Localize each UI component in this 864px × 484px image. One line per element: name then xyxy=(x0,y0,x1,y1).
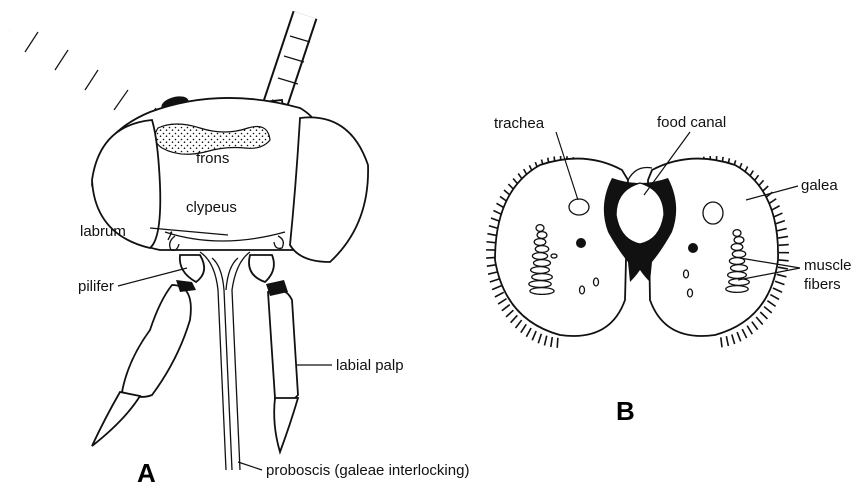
bristle xyxy=(557,338,558,348)
bristle xyxy=(732,334,735,344)
bristle xyxy=(756,317,763,325)
panel-letter-a: A xyxy=(137,458,156,484)
figure-b-drawing xyxy=(486,132,800,348)
label-labrum: labrum xyxy=(80,223,126,240)
pilifer-right xyxy=(249,255,274,282)
right-labial-palp xyxy=(266,280,298,452)
bristle xyxy=(775,221,784,224)
bristle xyxy=(775,281,784,284)
bristle xyxy=(488,272,498,274)
bristle xyxy=(526,328,531,337)
bristle xyxy=(551,337,552,347)
pilifer-leader xyxy=(118,268,187,286)
right-eye xyxy=(290,117,368,262)
bristle xyxy=(779,245,789,246)
left-labial-palp xyxy=(92,280,196,446)
bristle xyxy=(752,322,758,330)
bristle xyxy=(492,286,501,290)
bristle xyxy=(506,310,513,317)
label-fibers: fibers xyxy=(804,276,841,293)
label-muscle: muscle xyxy=(804,257,852,274)
bristle xyxy=(490,279,499,282)
bristle xyxy=(721,337,722,347)
label-labial-palp: labial palp xyxy=(336,357,404,374)
figure-a-drawing xyxy=(10,15,368,470)
bristle xyxy=(747,326,752,335)
bristle xyxy=(495,292,504,297)
bristle xyxy=(498,299,506,304)
label-clypeus: clypeus xyxy=(186,199,237,216)
bristle xyxy=(726,336,728,346)
bristle xyxy=(532,331,536,340)
bristle xyxy=(764,307,772,313)
left-galea xyxy=(495,159,628,336)
bristle xyxy=(511,315,518,322)
bristle xyxy=(760,312,767,319)
proboscis-leader xyxy=(238,462,262,470)
panel-letter-b: B xyxy=(616,396,635,426)
bristle xyxy=(778,267,788,269)
bristle xyxy=(737,332,741,341)
nerve-left xyxy=(576,238,586,248)
bristle xyxy=(521,324,526,332)
bristle xyxy=(770,295,779,300)
label-pilifer: pilifer xyxy=(78,278,114,295)
bristle xyxy=(516,320,522,328)
label-frons: frons xyxy=(196,150,229,167)
bristle xyxy=(777,228,787,230)
bristle xyxy=(773,213,782,217)
bristle xyxy=(544,336,546,346)
nerve-right xyxy=(688,243,698,253)
label-galea: galea xyxy=(801,177,838,194)
bristle xyxy=(502,305,510,311)
bristle xyxy=(742,329,746,338)
label-food-canal: food canal xyxy=(657,114,726,131)
label-proboscis: proboscis (galeae interlocking) xyxy=(266,462,469,479)
proboscis xyxy=(200,252,250,470)
bristle xyxy=(779,260,789,261)
label-trachea: trachea xyxy=(494,115,545,132)
bristle xyxy=(777,274,787,277)
bristle xyxy=(538,334,541,343)
bristle xyxy=(778,236,788,238)
bristle xyxy=(767,301,775,307)
bristle xyxy=(773,288,782,292)
